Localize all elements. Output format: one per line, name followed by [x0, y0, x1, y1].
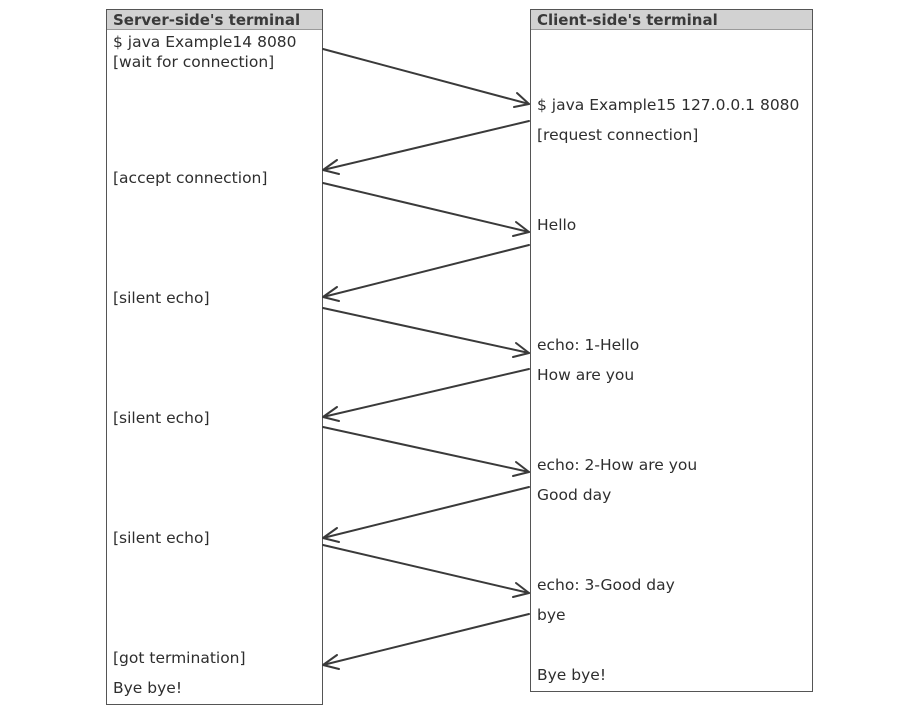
arrow-client-to-server	[322, 368, 530, 422]
server-line: [silent echo]	[113, 529, 210, 547]
server-line: [wait for connection]	[113, 53, 275, 71]
server-terminal-title: Server-side's terminal	[107, 10, 322, 30]
server-line: [got termination]	[113, 649, 246, 667]
server-line: $ java Example14 8080	[113, 33, 297, 51]
arrow-server-to-client	[322, 544, 530, 598]
client-line: [request connection]	[537, 126, 699, 144]
client-line: $ java Example15 127.0.0.1 8080	[537, 96, 800, 114]
server-line: [accept connection]	[113, 169, 268, 187]
arrow-client-to-server	[322, 486, 530, 543]
client-terminal: Client-side's terminal	[530, 9, 813, 692]
arrow-server-to-client	[322, 426, 530, 477]
client-line: How are you	[537, 366, 635, 384]
arrow-client-to-server	[322, 244, 530, 302]
client-line: Bye bye!	[537, 666, 607, 684]
client-line: Good day	[537, 486, 612, 504]
client-line: echo: 2-How are you	[537, 456, 698, 474]
server-terminal: Server-side's terminal	[106, 9, 323, 705]
client-line: Hello	[537, 216, 577, 234]
arrow-server-to-client	[322, 182, 530, 237]
arrow-server-to-client	[322, 48, 530, 108]
client-line: bye	[537, 606, 566, 624]
server-line: Bye bye!	[113, 679, 183, 697]
server-line: [silent echo]	[113, 409, 210, 427]
arrow-server-to-client	[322, 307, 530, 358]
client-line: echo: 1-Hello	[537, 336, 640, 354]
server-line: [silent echo]	[113, 289, 210, 307]
arrow-client-to-server	[322, 613, 530, 670]
client-terminal-title: Client-side's terminal	[531, 10, 812, 30]
client-line: echo: 3-Good day	[537, 576, 675, 594]
arrow-client-to-server	[322, 120, 530, 175]
